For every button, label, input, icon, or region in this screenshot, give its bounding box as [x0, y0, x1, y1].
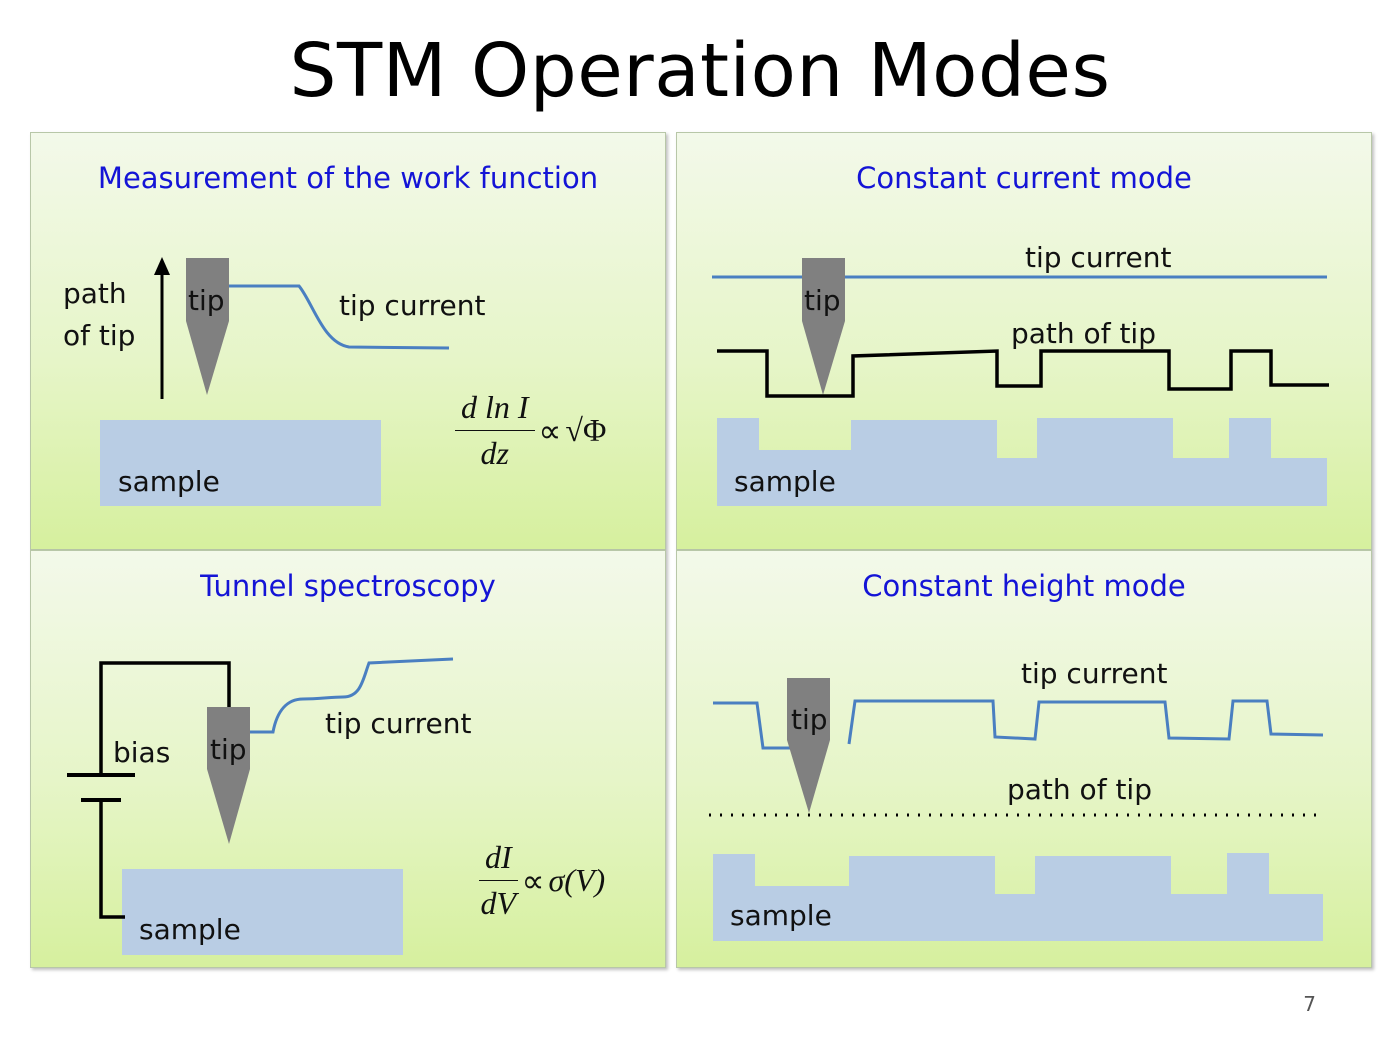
- panel-tunnel-spectroscopy: Tunnel spectroscopy bias tip tip current…: [30, 550, 666, 968]
- formula-rhs: √Φ: [565, 412, 607, 448]
- formula-numerator: d ln I: [455, 389, 535, 431]
- sample-label: sample: [139, 913, 241, 946]
- tip-shape: [186, 258, 229, 395]
- tip-current-label: tip current: [325, 707, 472, 740]
- tip-current-line: [250, 657, 454, 734]
- sample-label: sample: [730, 899, 832, 932]
- panel-title: Constant height mode: [862, 569, 1186, 603]
- path-of-tip-label: path of tip: [1007, 773, 1152, 806]
- bias-circuit-bottom: [99, 800, 125, 919]
- tip-current-line: [229, 284, 450, 350]
- formula-numerator: dI: [479, 839, 518, 881]
- tip-current-line-right: [847, 699, 1324, 745]
- tip-current-label: tip current: [1025, 241, 1172, 274]
- slide-title: STM Operation Modes: [289, 28, 1111, 114]
- tip-label: tip: [210, 733, 247, 766]
- bias-circuit-top: [99, 661, 231, 775]
- tip-shape: [207, 707, 250, 844]
- sample-profile: [713, 853, 1323, 941]
- tip-current-label: tip current: [339, 289, 486, 322]
- bias-label: bias: [113, 736, 171, 769]
- spectroscopy-formula: dI dV ∝ σ(V): [479, 839, 605, 922]
- path-of-tip-line: [717, 349, 1329, 398]
- tip-label: tip: [804, 284, 841, 317]
- panel-title: Measurement of the work function: [97, 161, 599, 195]
- panel-work-function: Measurement of the work function path of…: [30, 132, 666, 550]
- constant-current-diagram: [712, 258, 1329, 506]
- panel-title: Tunnel spectroscopy: [200, 569, 496, 603]
- work-function-diagram: [100, 257, 450, 506]
- tip-current-label: tip current: [1021, 657, 1168, 690]
- tip-shape: [787, 678, 830, 813]
- tip-current-line: [713, 701, 801, 750]
- sample-label: sample: [734, 465, 836, 498]
- formula-rhs: σ(V): [548, 862, 606, 898]
- panel-title: Constant current mode: [856, 161, 1192, 195]
- tip-label: tip: [791, 703, 828, 736]
- tip-label: tip: [188, 284, 225, 317]
- path-of-tip-label-2: of tip: [63, 319, 136, 352]
- constant-height-diagram: [709, 678, 1324, 941]
- tunnel-spectroscopy-diagram: [67, 657, 454, 955]
- panel-constant-height: Constant height mode tip current tip pat…: [676, 550, 1372, 968]
- formula-denominator: dz: [480, 435, 509, 471]
- formula-proportional: ∝: [521, 862, 545, 899]
- sample-label: sample: [118, 465, 220, 498]
- path-of-tip-label-1: path: [63, 277, 127, 310]
- page-number: 7: [1303, 992, 1316, 1016]
- sample-block: [122, 869, 403, 955]
- formula-denominator: dV: [480, 885, 517, 921]
- path-of-tip-label: path of tip: [1011, 317, 1156, 350]
- panel-constant-current: Constant current mode tip current tip pa…: [676, 132, 1372, 550]
- path-arrow-head: [154, 257, 170, 275]
- work-function-formula: d ln I dz ∝ √Φ: [455, 389, 606, 472]
- sample-block: [100, 420, 381, 506]
- sample-profile: [717, 418, 1327, 506]
- formula-proportional: ∝: [538, 412, 562, 449]
- tip-shape: [802, 258, 845, 395]
